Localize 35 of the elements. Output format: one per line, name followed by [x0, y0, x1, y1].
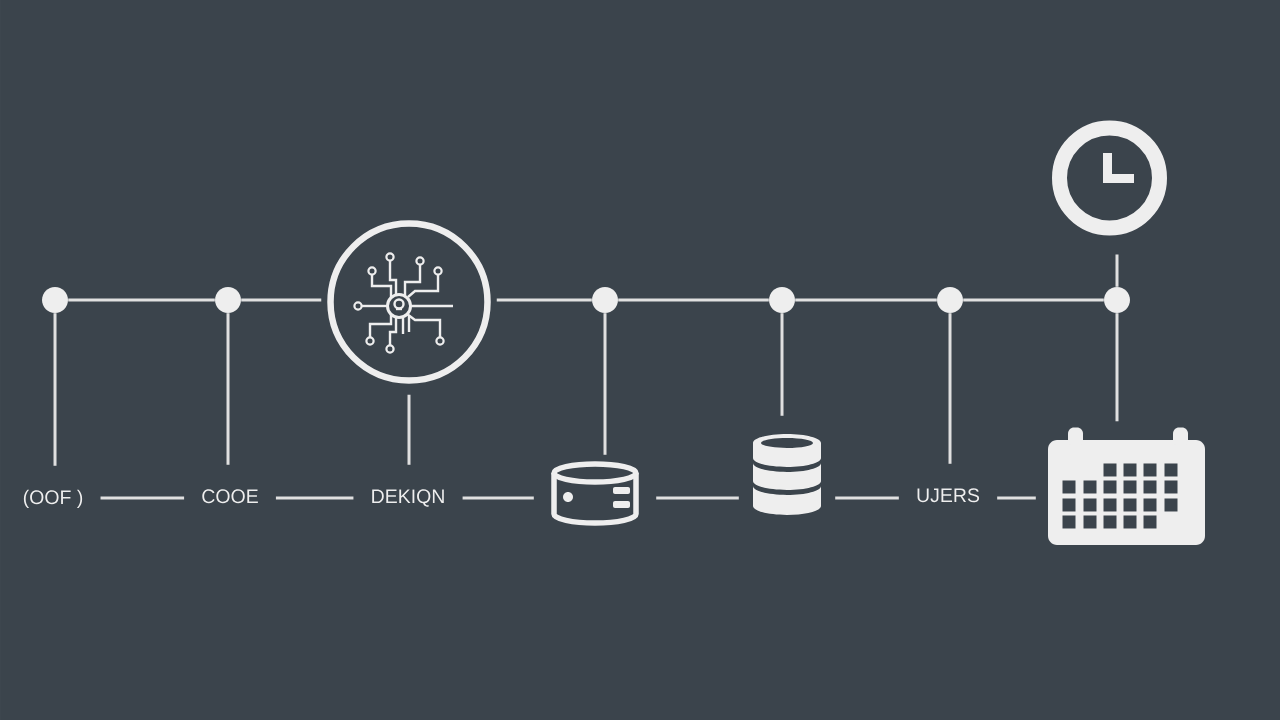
connector-line — [997, 496, 1036, 500]
junction-dot — [215, 287, 241, 313]
connector-line — [226, 313, 230, 465]
junction-dot — [42, 287, 68, 313]
connector-line — [795, 298, 937, 302]
connector-line — [948, 313, 952, 464]
junction-dot — [769, 287, 795, 313]
connector-line — [656, 496, 739, 500]
connector-line — [68, 298, 215, 302]
step-label: COOE — [202, 489, 258, 504]
step-label: DEKIQN — [372, 489, 444, 507]
connector-line — [53, 313, 57, 466]
connector-line — [835, 496, 899, 500]
connector-line — [618, 298, 769, 302]
server-icon — [551, 461, 639, 526]
database-icon — [753, 434, 821, 515]
circuit-icon — [327, 220, 491, 384]
connector-line — [462, 496, 534, 500]
junction-dot — [1104, 287, 1130, 313]
clock-icon — [1052, 120, 1167, 236]
connector-line — [780, 313, 784, 416]
connector-line — [1115, 313, 1119, 422]
connector-line — [241, 298, 322, 302]
connector-line — [603, 313, 607, 455]
connector-line — [275, 496, 354, 500]
connector-line — [100, 496, 185, 500]
step-label: (OOF ) — [23, 489, 83, 508]
step-label: UJERS — [917, 488, 980, 503]
connector-line — [496, 298, 592, 302]
connector-line — [407, 394, 411, 465]
calendar-icon — [1048, 427, 1205, 545]
junction-dot — [937, 287, 963, 313]
connector-line — [963, 298, 1104, 302]
connector-line — [1115, 254, 1119, 287]
junction-dot — [592, 287, 618, 313]
